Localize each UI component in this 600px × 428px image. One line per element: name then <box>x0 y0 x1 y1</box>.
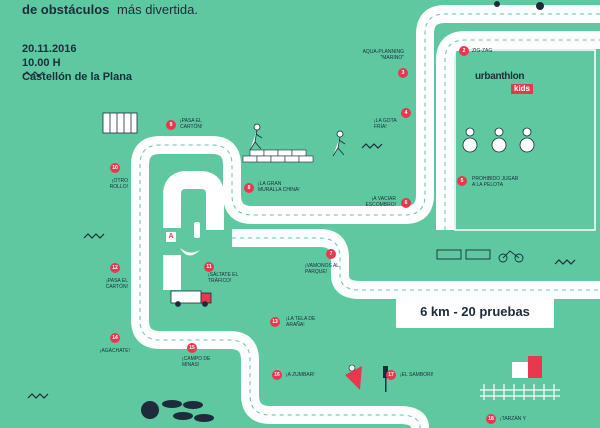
station-marker-15: 15 <box>187 343 197 353</box>
road-branch <box>232 229 600 299</box>
kids-figures-illustration <box>462 127 535 153</box>
zigzag-4 <box>554 259 576 265</box>
station-label-14: ¡AGÁCHATE! <box>99 348 130 354</box>
station-label-18: ¡TARZÁN Y <box>500 416 526 422</box>
aid-station-marker: A <box>166 232 176 242</box>
station-marker-11: 11 <box>204 262 214 272</box>
tagline-bold: de obstáculos <box>22 2 110 17</box>
event-date: 20.11.2016 <box>22 43 77 55</box>
event-city: Castellón de la Plana <box>22 71 133 83</box>
zigzag-5 <box>27 393 49 399</box>
banana-icon <box>180 222 200 256</box>
station-marker-13: 13 <box>270 317 280 327</box>
station-label-6: ¡A VACIAR ESCOMBRO! <box>365 196 396 208</box>
superhero-illustration <box>345 364 362 390</box>
station-marker-17: 17 <box>386 370 396 380</box>
station-label-4: ¡LA GOTA FRÍA! <box>374 118 397 130</box>
vehicles-illustration <box>436 249 524 263</box>
station-label-17: ¡EL SAMBORI! <box>400 372 434 378</box>
fence-illustration <box>480 384 560 400</box>
zigzag-3 <box>361 143 383 149</box>
station-marker-8: 8 <box>244 183 254 193</box>
station-label-5: PROHIBIDO JUGAR A LA PELOTA <box>472 176 519 188</box>
station-label-8: ¡LA GRAN MURALLA CHINA! <box>258 181 300 193</box>
tires-illustration <box>141 400 214 422</box>
station-label-3: AQUA-PLANNING "MARINO" <box>362 49 404 61</box>
station-marker-6: 6 <box>401 198 411 208</box>
station-label-16: ¡A ZUMBAR! <box>286 372 315 378</box>
station-label-12: ¡PASA EL CARTÓN! <box>105 278 128 290</box>
building-icon <box>102 112 138 134</box>
station-marker-9: 9 <box>166 120 176 130</box>
station-label-9: ¡PASA EL CARTÓN! <box>180 118 203 130</box>
zigzag-decorations <box>22 71 576 399</box>
barn-illustration <box>512 356 542 378</box>
wall-bricks-illustration <box>242 149 314 163</box>
station-label-2: ZIG-ZAG <box>472 48 493 54</box>
station-label-13: ¡LA TELA DE ARAÑA! <box>286 316 316 328</box>
cyclist-top-illustration <box>494 1 544 10</box>
urbanthlon-kids-logo: urbanthlon kids <box>463 63 547 97</box>
road-center-lines <box>139 13 600 428</box>
station-label-11: ¡SÁLTATE EL TRÁFICO! <box>208 272 239 284</box>
station-marker-10: 10 <box>110 163 120 173</box>
zigzag-1 <box>22 71 44 77</box>
station-marker-2: 2 <box>459 46 469 56</box>
logo-kids: kids <box>511 84 534 94</box>
station-label-15: ¡CAMPO DE MINAS! <box>182 356 211 368</box>
kids-area-border <box>454 49 596 231</box>
runner-illustration <box>249 123 346 157</box>
station-marker-7: 7 <box>326 249 336 259</box>
traffic-light-illustration <box>383 366 388 392</box>
station-marker-3: 3 <box>398 68 408 78</box>
road-left-loop <box>163 171 224 230</box>
station-label-7: ¡VAMONOS AL PARQUE! <box>305 263 339 275</box>
logo-word: urbanthlon <box>475 71 525 82</box>
event-time: 10.00 H <box>22 57 61 69</box>
station-marker-4: 4 <box>401 108 411 118</box>
distance-badge: 6 km - 20 pruebas <box>396 296 554 328</box>
station-marker-5: 5 <box>457 176 467 186</box>
station-marker-12: 12 <box>110 263 120 273</box>
station-label-10: ¡OTRO ROLLO! <box>109 178 128 190</box>
station-marker-16: 16 <box>272 370 282 380</box>
station-marker-14: 14 <box>110 333 120 343</box>
tagline-rest: más divertida. <box>117 2 198 17</box>
truck-illustration <box>170 290 212 307</box>
zigzag-2 <box>83 233 105 239</box>
tagline: de obstáculos más divertida. <box>22 2 198 17</box>
station-marker-18: 18 <box>486 414 496 424</box>
